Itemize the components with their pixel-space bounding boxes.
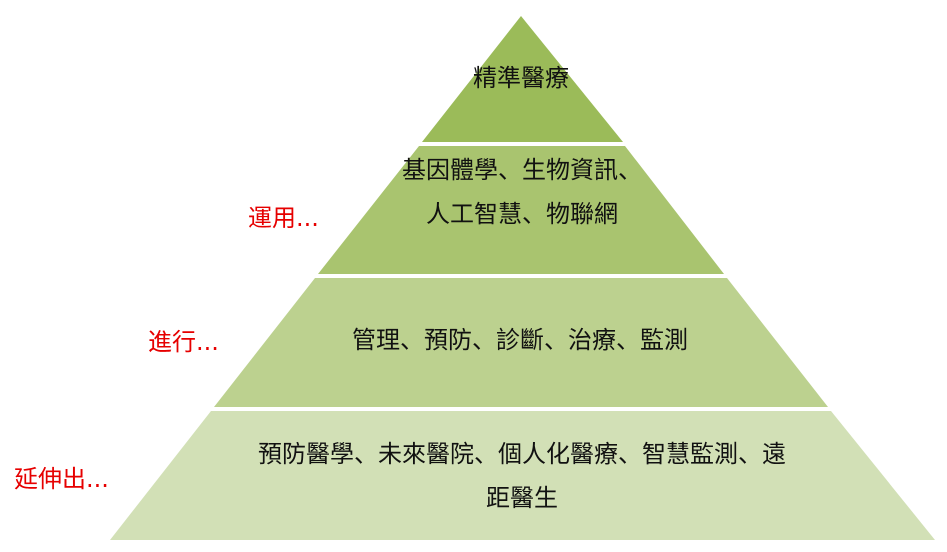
layer-bottom-text: 預防醫學、未來醫院、個人化醫療、智慧監測、遠距醫生 [258, 440, 786, 512]
side-label-extend: 延伸出... [14, 465, 109, 493]
layer-3-text: 管理、預防、診斷、治療、監測 [352, 326, 688, 354]
side-label-proceed: 進行... [148, 328, 219, 356]
side-label-apply: 運用... [248, 204, 319, 232]
pyramid-layer-bottom [110, 411, 935, 540]
pyramid-layer-2 [318, 146, 724, 274]
pyramid-layer-top [422, 16, 623, 142]
layer-top-text: 精準醫療 [473, 64, 569, 92]
pyramid-layer-3 [214, 278, 828, 407]
layer-2-text: 基因體學、生物資訊、人工智慧、物聯網 [402, 156, 642, 228]
